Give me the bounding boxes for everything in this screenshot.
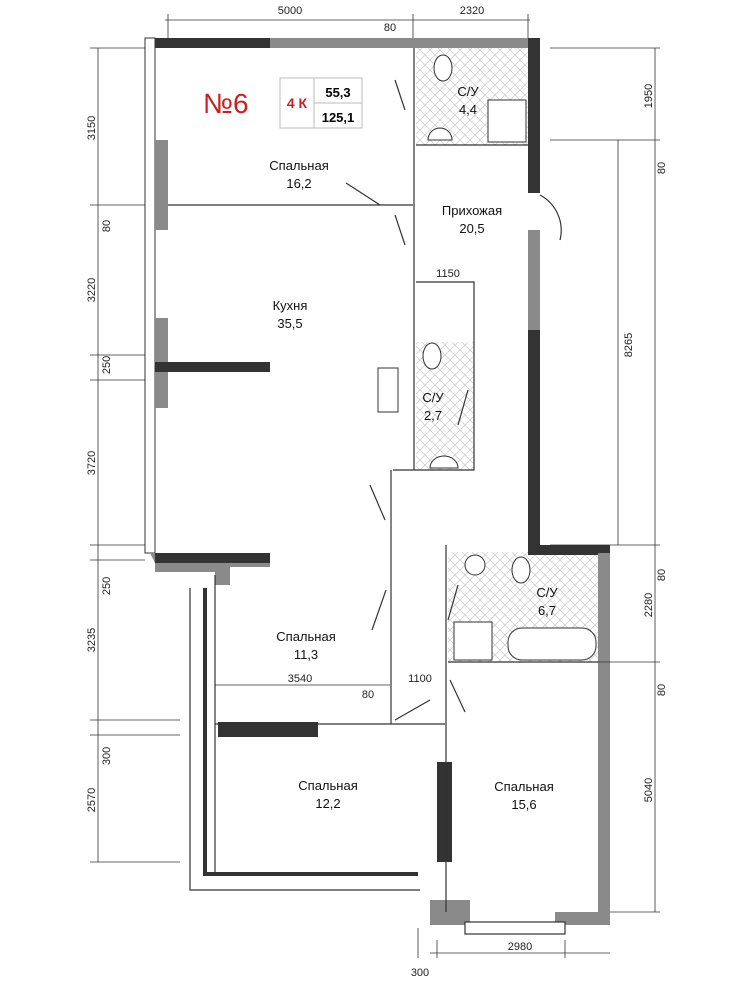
dim-left: 3720 [86, 451, 98, 475]
dim-left: 3150 [86, 116, 98, 140]
dimension-lines [90, 14, 660, 958]
apartment-number: №6 [203, 88, 249, 119]
room-name: С/У [422, 390, 444, 405]
room-labels: Спальная 16,2 С/У 4,4 Прихожая 20,5 Кухн… [269, 84, 558, 812]
dim-inner: 80 [362, 689, 374, 701]
dim-inner: 3540 [288, 673, 312, 685]
dim-inner: 1150 [436, 268, 460, 280]
dim-right: 80 [656, 162, 668, 174]
total-area: 125,1 [322, 110, 355, 125]
room-name: Спальная [276, 629, 335, 644]
room-area: 4,4 [459, 102, 477, 117]
walls [144, 37, 610, 935]
room-area: 15,6 [511, 797, 536, 812]
dim-left: 250 [101, 577, 113, 595]
apartment-info-badge: №6 4 К 55,3 125,1 [203, 77, 363, 129]
dim-bottom: 300 [411, 967, 429, 979]
dim-inner: 1100 [408, 673, 432, 685]
dim-right: 8265 [623, 333, 635, 357]
dim-left: 300 [101, 747, 113, 765]
dim-left: 3220 [86, 278, 98, 302]
room-area: 20,5 [459, 221, 484, 236]
room-area: 35,5 [277, 316, 302, 331]
dim-left: 2570 [86, 788, 98, 812]
dim-top: 80 [384, 22, 396, 34]
room-name: С/У [536, 585, 558, 600]
dim-right: 1950 [643, 84, 655, 108]
dim-right: 80 [656, 684, 668, 696]
room-area: 16,2 [286, 176, 311, 191]
dim-right: 80 [656, 569, 668, 581]
dim-right: 5040 [643, 778, 655, 802]
dimension-labels: 5000 80 2320 3150 80 3220 250 3720 250 3… [86, 5, 668, 979]
room-name: С/У [457, 84, 479, 99]
room-area: 2,7 [424, 408, 442, 423]
room-area: 12,2 [315, 796, 340, 811]
dim-bottom: 2980 [508, 941, 532, 953]
room-name: Прихожая [442, 203, 502, 218]
living-area: 55,3 [325, 85, 350, 100]
fixtures [377, 54, 597, 661]
dim-left: 250 [101, 356, 113, 374]
room-name: Спальная [298, 778, 357, 793]
dim-left: 80 [101, 220, 113, 232]
room-name: Спальная [269, 158, 328, 173]
dim-top: 2320 [460, 5, 484, 17]
room-name: Спальная [494, 779, 553, 794]
room-count: 4 К [287, 95, 308, 111]
dim-top: 5000 [278, 5, 302, 17]
room-area: 6,7 [538, 603, 556, 618]
dim-left: 3235 [86, 628, 98, 652]
room-name: Кухня [273, 298, 308, 313]
dim-right: 2280 [643, 593, 655, 617]
partitions [168, 48, 598, 912]
room-area: 11,3 [294, 647, 318, 662]
